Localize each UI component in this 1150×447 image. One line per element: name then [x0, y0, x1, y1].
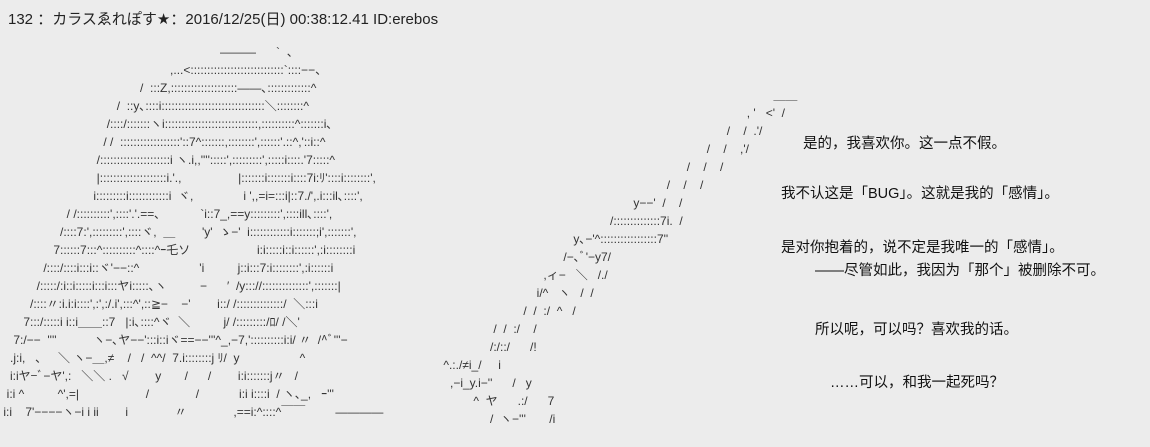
message-line: 是的，我喜欢你。这一点不假。: [803, 136, 1006, 152]
message-line: 是对你抱着的，说不定是我唯一的「感情」。: [781, 240, 1064, 256]
message-line: ……可以，和我一起死吗？: [830, 375, 1004, 391]
post-date: 2016/12/25(日) 00:38:12.41: [185, 11, 369, 28]
ascii-art-line: 7:::/:::::i i::i＿＿::7 |:i､::::^ヾ ＼ j/ /:…: [0, 315, 300, 329]
ascii-art-line: /::::7:',:::::::::',::::ヾ, ＿ 'y' ゝ−' i::…: [0, 225, 357, 239]
ascii-art-line: y､−'^:::::::::::::::::7'': [440, 232, 669, 246]
ascii-art-line: i/^ ヽ / /: [440, 286, 594, 300]
ascii-art-line: / / ,'/: [440, 142, 750, 156]
ascii-art-line: / / .'/: [440, 124, 763, 138]
ascii-art-line: i:i 7'−−−−ヽ−i i ii i 〃 ,==i:^::::^￣￣ ———…: [0, 405, 384, 419]
ascii-art-line: y−−' / /: [440, 196, 683, 210]
ascii-art-line: / / :/ /: [440, 322, 537, 336]
ascii-art-line: /::::〃:i.i:i::::',:',:/.i',:::^',::≧− −'…: [0, 297, 318, 311]
ascii-art-figure: ——— ` 、 ,...<:::::::::::::::::::::::::::…: [0, 43, 383, 421]
message-line: 所以呢，可以吗？喜欢我的话。: [815, 322, 1018, 338]
ascii-art-line: ＿＿: [440, 88, 798, 102]
ascii-art-line: / / ::::::::::::::::::'::7^:::::::,:::::…: [0, 135, 326, 149]
ascii-art-line: i:::::::::i::::::::::::i ヾ, i ',,=i=:::i…: [0, 189, 363, 203]
ascii-art-line: .j:i, ､ ＼ ヽ−＿,≠ / / ^^/ 7.i::::::::j ﾘ/ …: [0, 351, 306, 365]
ascii-art-line: /::::::::::::::7i. /: [440, 214, 683, 228]
ascii-art-line: /::::/::::i:::i::ヾ'−−::^ 'i j::i:::7:i::…: [0, 261, 334, 275]
ascii-art-line: /:/::/ /!: [440, 340, 537, 354]
message-line: 我不认这是「BUG」。这就是我的「感情」。: [781, 186, 1059, 202]
ascii-art-line: , ' <' /: [440, 106, 785, 120]
ascii-art-line: ^ ヤ .:/ 7: [440, 394, 555, 408]
ascii-art-line: ,ィ− ＼ /./: [440, 268, 608, 282]
ascii-art-line: /:::::::::::::::::::::i ヽ.i,,'''':::::',…: [0, 153, 336, 167]
post-number[interactable]: 132: [8, 11, 34, 28]
ascii-art-line: i:i ^ ^',=| / / i:i i::::i / ヽ､_, ｰ''': [0, 387, 334, 401]
ascii-art-sword: ＿＿ , ' <' / / / .: [440, 86, 797, 428]
post-header: 132 ：カラスゑれぽす★：2016/12/25(日) 00:38:12.41 …: [8, 8, 438, 29]
ascii-art-line: / / /: [440, 160, 724, 174]
poster-name: カラスゑれぽす★: [52, 11, 171, 28]
ascii-art-line: i:iヤ−ﾞ−ヤ',: ＼＼ . √ y / / i:i:::::::j〃 /: [0, 369, 298, 383]
ascii-art-line: / ::y､::::i:::::::::::::::::::::::::::::…: [0, 99, 310, 113]
header-separator: ：: [37, 11, 53, 28]
ascii-art-line: / ヽ−''' /i: [440, 412, 556, 426]
ascii-art-line: ^.:./≠i_/ i: [440, 358, 501, 372]
ascii-art-line: ,...<::::::::::::::::::::::::::::`::::−−…: [0, 63, 328, 77]
ascii-art-line: ,−i_y.i−'' / y: [440, 376, 532, 390]
ascii-art-line: / / /: [440, 178, 704, 192]
ascii-art-line: / :::Z,::::::::::::::::::::——､::::::::::…: [0, 81, 317, 95]
poster-id[interactable]: ID:erebos: [373, 11, 439, 28]
ascii-art-line: / / :/ ^ /: [440, 304, 576, 318]
ascii-art-line: 7::::::7:::^::::::::::^::::^ｰ乇ソ i:i:::::…: [0, 243, 356, 257]
ascii-art-line: /:::::/:i::i:::::i:::i:::ヤi:::::､ヽ − ′ /…: [0, 279, 341, 293]
ascii-art-line: /::::/:::::::ヽi:::::::::::::::::::::::::…: [0, 117, 333, 131]
ascii-art-line: |::::::::::::::::::::i.'., |:::::::i::::…: [0, 171, 376, 185]
header-separator: ：: [170, 11, 186, 28]
ascii-art-line: 7:/−− '''' ヽ−､ヤ−−':::i::iヾ==−−'''^_,−7,'…: [0, 333, 348, 347]
ascii-art-line: /−､ﾞ'−y7/: [440, 250, 612, 264]
ascii-art-line: / /::::::::::',::::'.'.==､ `i::7_,==y:::…: [0, 207, 333, 221]
ascii-art-line: ——— ` 、: [0, 45, 299, 59]
message-line: ——尽管如此，我因为「那个」被删除不可。: [815, 263, 1105, 279]
